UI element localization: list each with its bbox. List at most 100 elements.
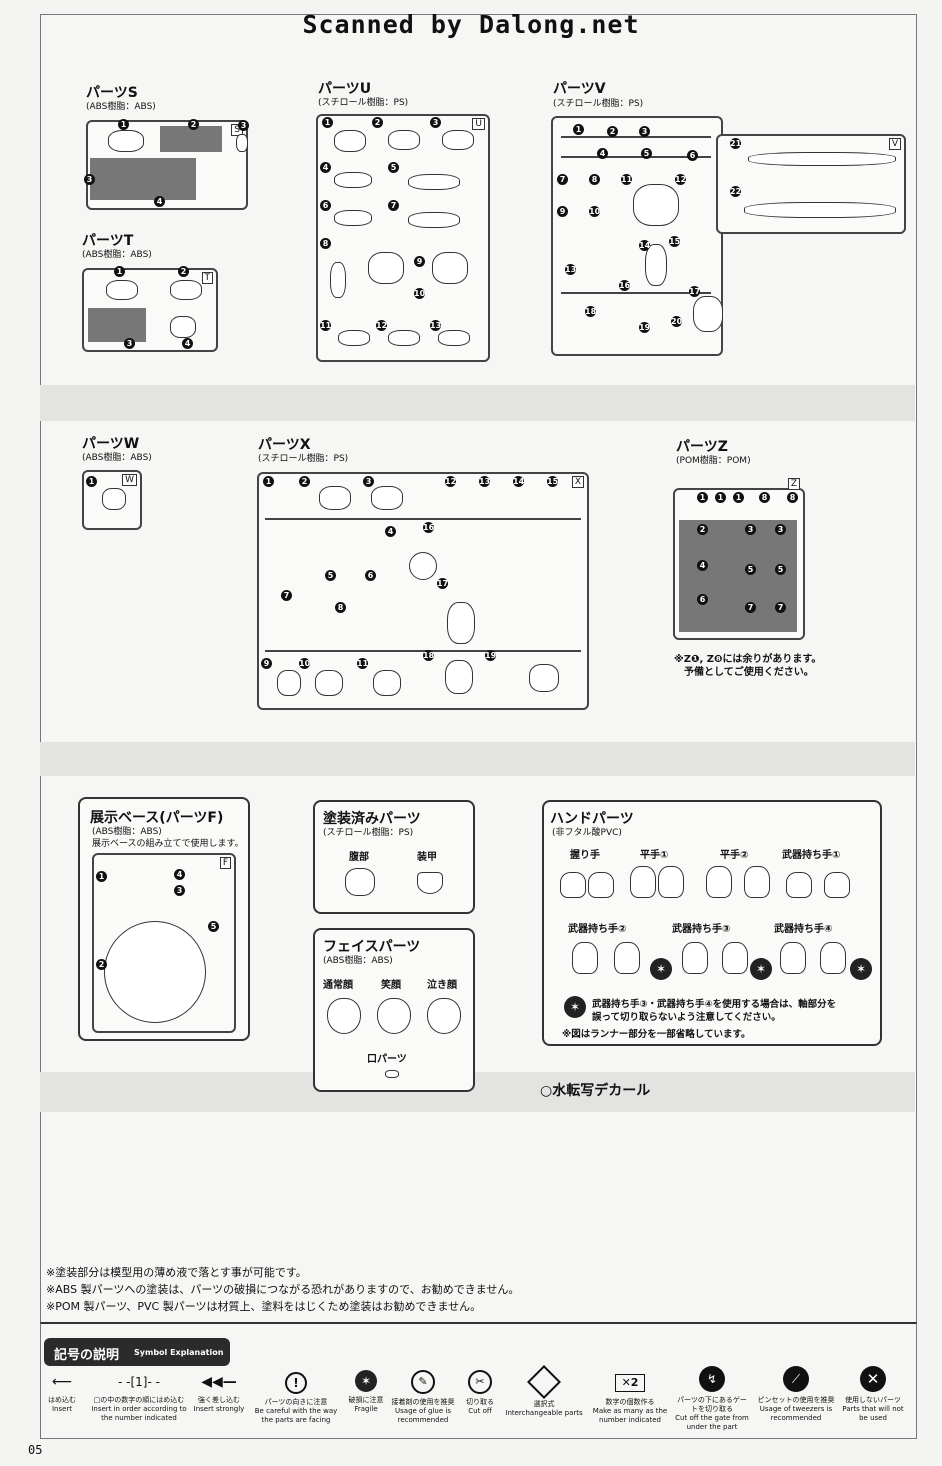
hand-grip-right <box>588 872 614 898</box>
hand-weapon1-right <box>824 872 850 898</box>
legend-subtitle: Symbol Explanation <box>134 1348 224 1357</box>
part-number: 3 <box>124 338 135 349</box>
part-number: 8 <box>787 492 798 503</box>
part-number: 10 <box>414 288 426 299</box>
sprue-label: T <box>201 272 213 284</box>
sprue-label: U <box>472 118 485 130</box>
mouth-part <box>385 1070 399 1078</box>
background-ghost-band <box>40 385 915 421</box>
part-number: 6 <box>687 150 698 161</box>
part-number: 15 <box>547 476 559 487</box>
hand-parts-material: (非フタル酸PVC) <box>552 828 622 838</box>
sprue-part <box>330 262 346 298</box>
sprue-label: W <box>122 474 137 486</box>
hand-parts-panel: ハンドパーツ (非フタル酸PVC) 握り手 平手① 平手② 武器持ち手① 武器持… <box>542 800 882 1046</box>
sprue-part <box>408 174 460 190</box>
legend-fragile: ✶ 破損に注意 Fragile <box>346 1370 386 1414</box>
sprue-part <box>334 130 366 152</box>
part-number: 18 <box>423 650 435 661</box>
hand-grip-left <box>560 872 586 898</box>
background-ghost-band <box>40 742 915 776</box>
sprue-part <box>371 486 403 510</box>
part-number: 1 <box>96 871 107 882</box>
part-number: 3 <box>363 476 374 487</box>
armor-part <box>417 872 443 894</box>
parts-u-title: パーツU <box>318 81 372 97</box>
painted-parts-material: (スチロール樹脂：PS) <box>323 828 414 838</box>
sprue-w: W 1 <box>82 470 142 530</box>
part-number: 3 <box>775 524 786 535</box>
part-number: 12 <box>675 174 687 185</box>
legend-insert-strongly: ◀◀— 強く差し込む Insert strongly <box>193 1374 245 1413</box>
scan-watermark: Scanned by Dalong.net <box>302 10 640 39</box>
hand-flat2-left <box>706 866 732 898</box>
double-arrow-icon: ◀◀— <box>201 1374 237 1390</box>
interchange-icon <box>527 1365 561 1399</box>
part-number: 17 <box>689 286 701 297</box>
part-number: 5 <box>388 162 399 173</box>
sprue-v: 1 2 3 4 5 6 7 8 9 10 11 12 13 14 15 16 1… <box>551 116 723 356</box>
part-number: 3 <box>84 174 95 185</box>
part-number: 16 <box>423 522 435 533</box>
sprue-part <box>633 184 679 226</box>
hand-weapon1-left <box>786 872 812 898</box>
sprue-part <box>277 670 301 696</box>
hand-weapon3-label: 武器持ち手③ <box>672 924 731 935</box>
part-number: 7 <box>388 200 399 211</box>
part-number: 7 <box>775 602 786 613</box>
hand-weapon4-right <box>820 942 846 974</box>
runner <box>561 292 711 294</box>
part-number: 5 <box>208 921 219 932</box>
part-number: 5 <box>745 564 756 575</box>
face-smile-label: 笑顔 <box>381 980 401 991</box>
fragile-icon: ✶ <box>564 996 586 1018</box>
part-number: 8 <box>335 602 346 613</box>
part-number: 16 <box>619 280 631 291</box>
sprue-z: Z 1 1 1 8 8 2 3 3 4 5 5 6 7 7 <box>673 478 805 640</box>
part-number: 2 <box>188 119 199 130</box>
parts-v-title: パーツV <box>553 81 606 97</box>
runner <box>265 518 581 520</box>
face-cry <box>427 998 461 1034</box>
part-number: 1 <box>322 117 333 128</box>
part-number: 3 <box>745 524 756 535</box>
parts-z-title: パーツZ <box>676 439 728 455</box>
part-number: 1 <box>114 266 125 277</box>
hand-weapon3-right <box>722 942 748 974</box>
legend-insert: ⟵ はめ込む Insert <box>42 1374 82 1414</box>
cut-icon: ✂ <box>468 1370 492 1394</box>
part-number: 8 <box>320 238 331 249</box>
part-number: 2 <box>372 117 383 128</box>
sprue-label: Z <box>787 478 800 490</box>
sprue-part <box>368 252 404 284</box>
part-number: 5 <box>775 564 786 575</box>
sprue-part <box>748 152 896 166</box>
parts-z-note: 予備としてご使用ください。 <box>684 667 814 678</box>
hand-flat1-left <box>630 866 656 898</box>
legend-make-many: ✕2 数字の個数作る Make as many as the number in… <box>592 1374 668 1424</box>
hand-flat2-label: 平手② <box>720 850 749 861</box>
parts-t-material: (ABS樹脂：ABS) <box>82 250 152 260</box>
sprue-part <box>438 330 470 346</box>
face-smile <box>377 998 411 1034</box>
base-disc <box>104 921 206 1023</box>
part-number: 22 <box>730 186 742 197</box>
face-parts-title: フェイスパーツ <box>323 939 421 955</box>
part-number: 3 <box>174 885 185 896</box>
face-normal <box>327 998 361 1034</box>
tweezers-icon: ⟋ <box>783 1366 809 1392</box>
parts-x-material: (スチロール樹脂：PS) <box>258 454 349 464</box>
part-number: 19 <box>485 650 497 661</box>
sprue-part <box>744 202 896 218</box>
display-base-note: 展示ベースの組み立てで使用します。 <box>92 839 244 849</box>
part-number: 1 <box>118 119 129 130</box>
sprue-part <box>447 602 475 644</box>
part-number: 13 <box>430 320 442 331</box>
sprue-t: T 1 2 3 4 <box>82 266 218 352</box>
sprue-x: X 1 2 3 4 5 6 7 8 9 10 11 12 13 14 15 16… <box>257 472 589 710</box>
part-number: 4 <box>385 526 396 537</box>
part-number: 2 <box>178 266 189 277</box>
part-number: 4 <box>182 338 193 349</box>
abdomen-part <box>345 868 375 896</box>
fragile-icon: ✶ <box>650 958 672 980</box>
